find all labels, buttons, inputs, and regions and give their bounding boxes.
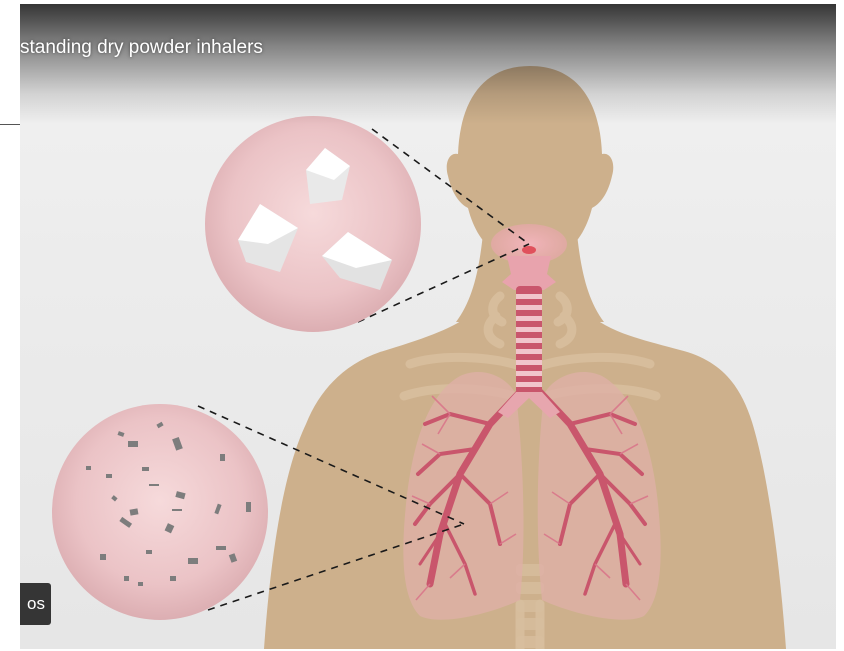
large-particles-magnifier-icon: [205, 116, 421, 332]
watch-on-youtube-badge[interactable]: os: [20, 583, 51, 625]
side-divider: [0, 124, 20, 125]
video-title[interactable]: standing dry powder inhalers: [20, 37, 263, 59]
fine-particles-magnifier-icon: [52, 404, 268, 620]
video-player[interactable]: standing dry powder inhalers: [20, 4, 836, 649]
watch-badge-label: os: [27, 583, 45, 625]
anatomy-illustration: [20, 4, 836, 649]
